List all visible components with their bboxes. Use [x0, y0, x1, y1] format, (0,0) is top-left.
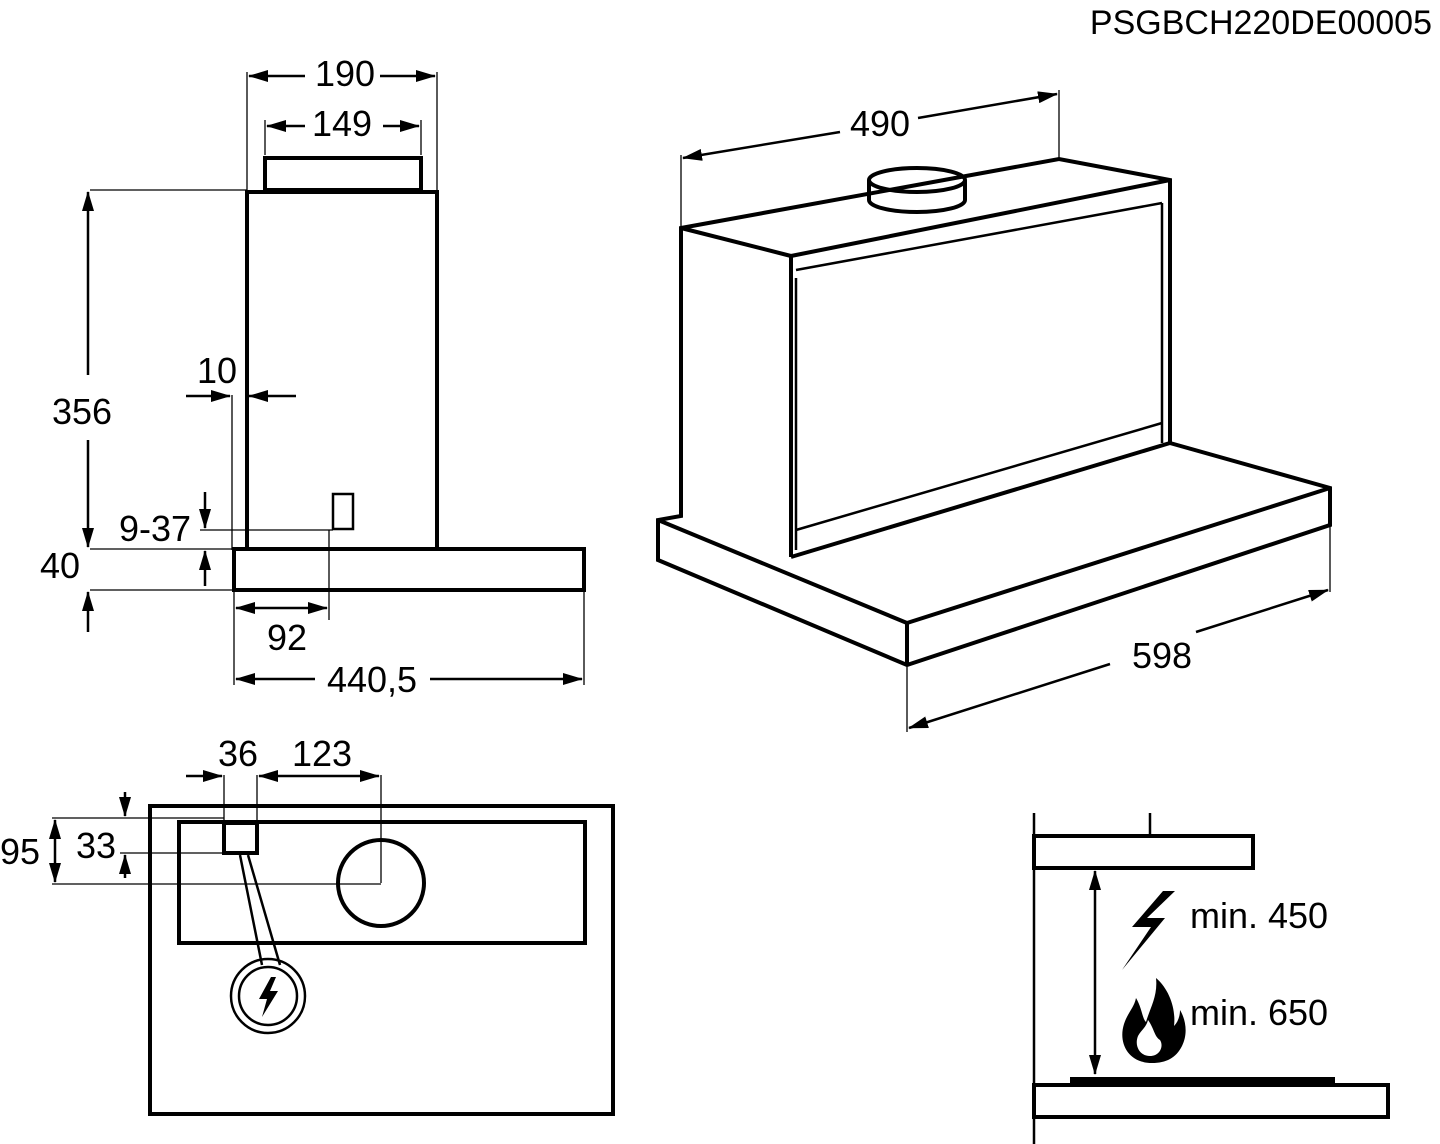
cooktop-surface	[1070, 1077, 1335, 1085]
top-view: 36 123 95 33	[0, 733, 615, 1116]
socket-outline	[331, 492, 355, 531]
socket-position	[222, 821, 259, 855]
dim-356: 356	[52, 391, 112, 432]
dim-9-37: 9-37	[119, 508, 191, 549]
gas-clearance-label: min. 650	[1190, 992, 1328, 1033]
hood-profile	[1032, 834, 1255, 870]
dim-598: 598	[1132, 635, 1192, 676]
lightning-icon	[1122, 891, 1175, 970]
dim-190: 190	[315, 53, 375, 94]
dim-123: 123	[292, 733, 352, 774]
dim-33: 33	[76, 825, 116, 866]
dim-92: 92	[267, 617, 307, 658]
dim-40: 40	[40, 545, 80, 586]
dim-490: 490	[850, 103, 910, 144]
duct-cylinder	[867, 180, 967, 214]
inner-panel	[177, 820, 587, 945]
isometric-view: 490 598	[656, 90, 1332, 732]
hob-profile	[1032, 1083, 1390, 1119]
hood-base	[232, 547, 586, 592]
dim-10: 10	[197, 350, 237, 391]
electric-clearance-label: min. 450	[1190, 895, 1328, 936]
dim-440-5: 440,5	[327, 659, 417, 700]
clearance-view: min. 450 min. 650	[1032, 813, 1390, 1144]
dim-95: 95	[0, 831, 40, 872]
hood-body	[245, 190, 439, 551]
side-view: 190 149 356 10 9-37 40 92 440,5	[40, 53, 586, 700]
duct-collar	[263, 156, 423, 192]
dim-149: 149	[312, 103, 372, 144]
electric-socket-icon	[229, 854, 307, 1035]
hood-outline	[656, 156, 1332, 668]
document-code: PSGBCH220DE00005	[1090, 4, 1432, 42]
dim-36: 36	[218, 733, 258, 774]
lightning-icon	[259, 977, 278, 1017]
